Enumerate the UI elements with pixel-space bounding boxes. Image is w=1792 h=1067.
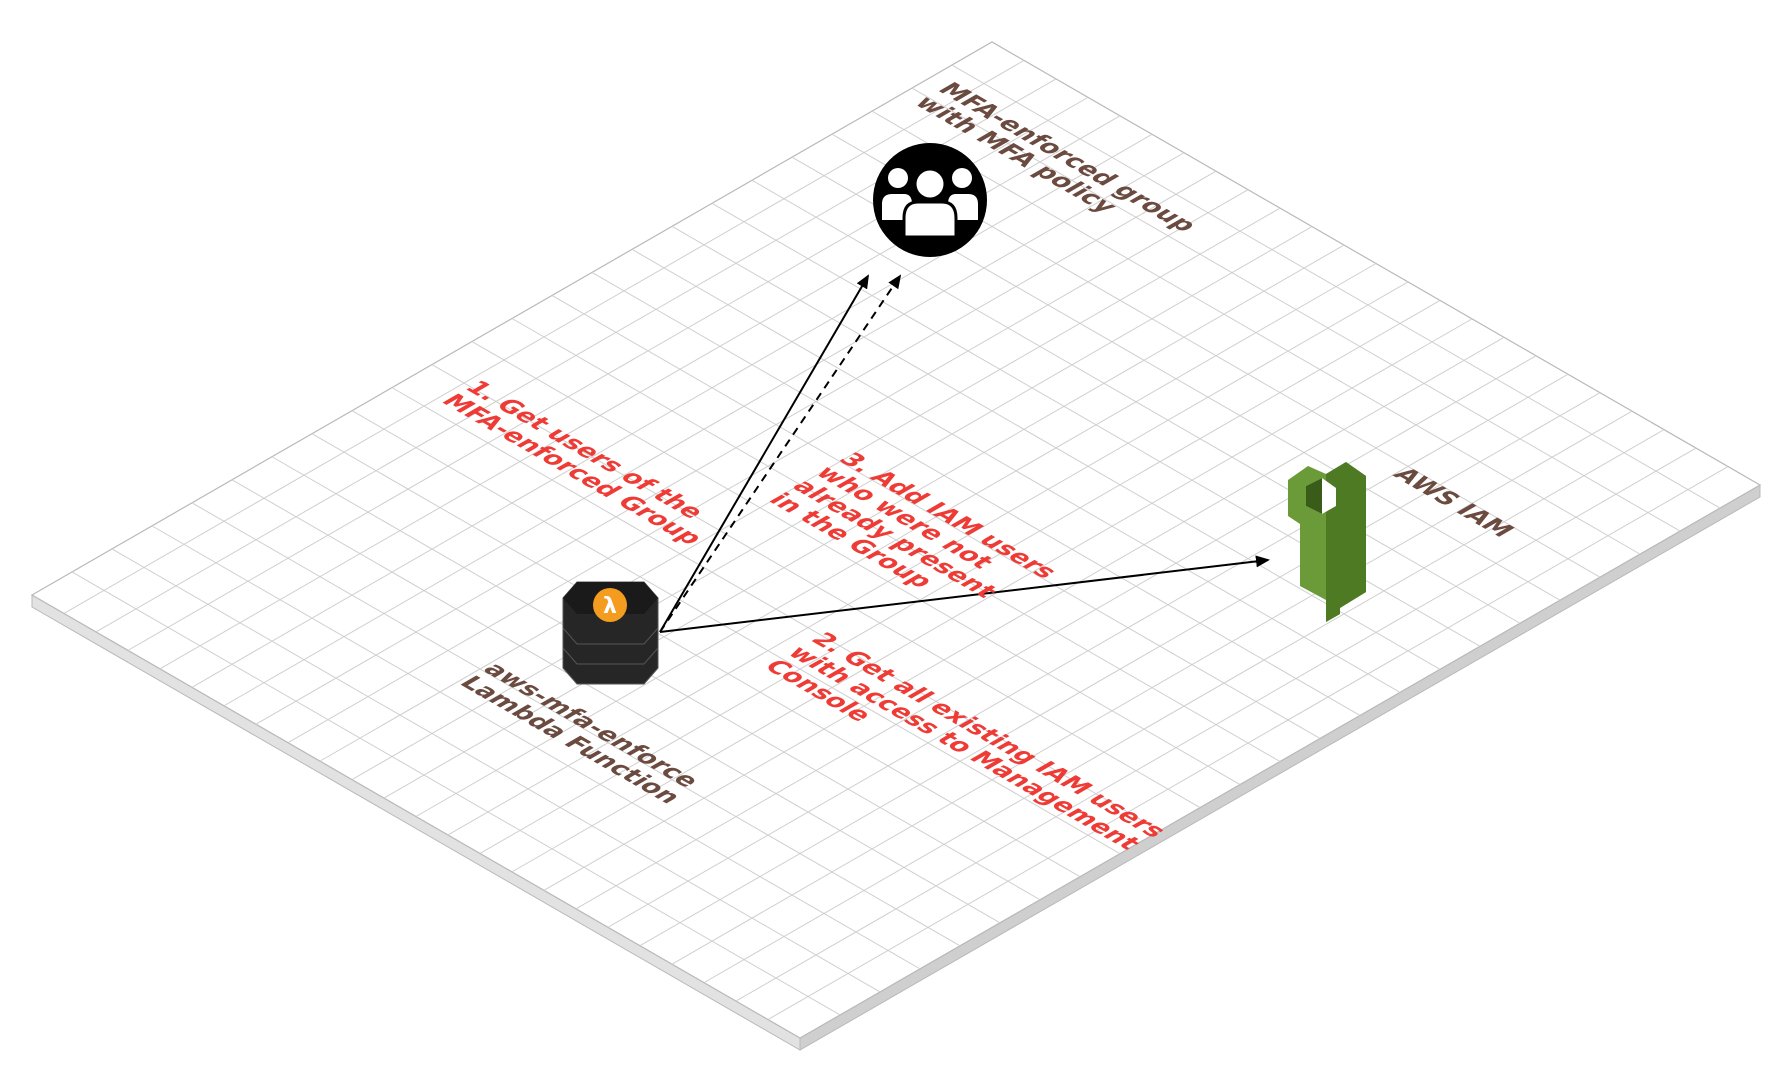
lambda-symbol: λ [603, 594, 617, 619]
arrow-step3-dashed [659, 274, 902, 633]
isometric-grid-plate [30, 41, 1762, 1051]
arrow-step1-solid [659, 274, 870, 633]
lambda-icon: λ [562, 581, 659, 685]
arrows [659, 274, 1270, 633]
arrow-step2-solid [659, 555, 1270, 633]
users-group-icon [873, 143, 987, 257]
iam-key-icon [1288, 462, 1366, 622]
